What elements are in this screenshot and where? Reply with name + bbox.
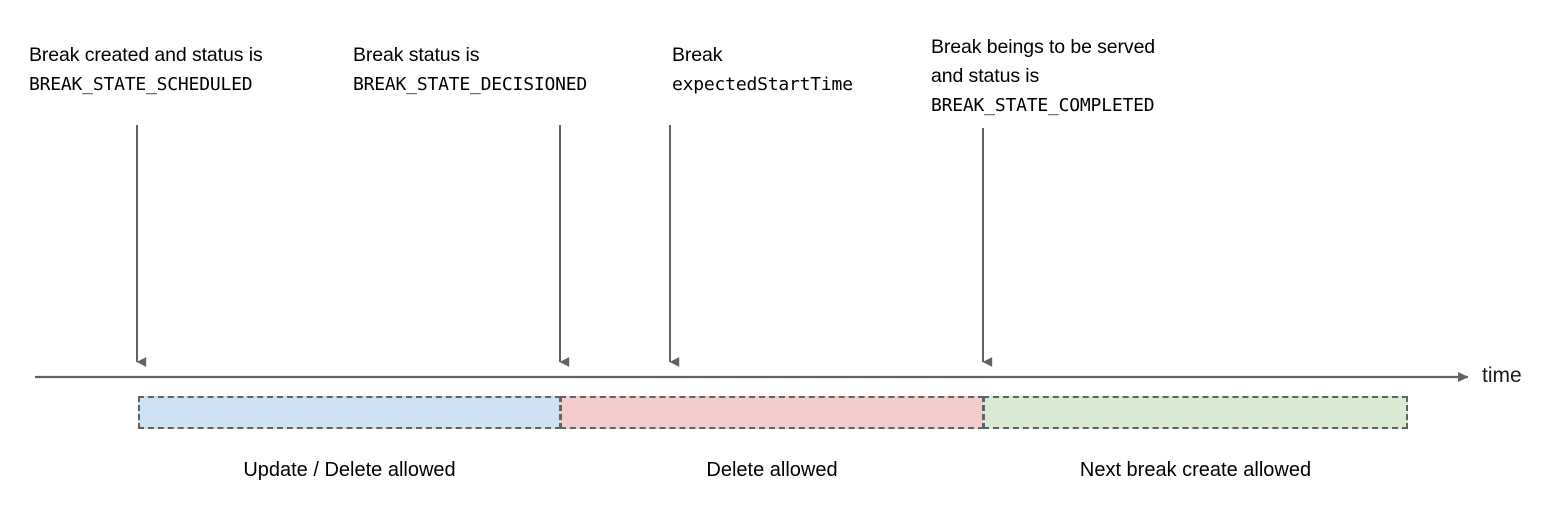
phase-next-break-allowed xyxy=(983,396,1408,429)
annotation-line: BREAK_STATE_COMPLETED xyxy=(931,95,1155,116)
phase-caption-next-break-allowed: Next break create allowed xyxy=(1079,459,1312,481)
annotation-expected-start-time: Break expectedStartTime xyxy=(672,41,853,99)
annotation-line: and status is xyxy=(931,65,1040,87)
time-axis-label: time xyxy=(1482,364,1522,387)
phase-update-delete-allowed xyxy=(138,396,561,429)
annotation-line: expectedStartTime xyxy=(672,74,853,95)
annotation-line: Break beings to be served xyxy=(931,36,1156,58)
annotation-line: BREAK_STATE_SCHEDULED xyxy=(29,74,253,95)
annotation-line: BREAK_STATE_DECISIONED xyxy=(353,74,588,95)
annotation-break-completed: Break beings to be served and status is … xyxy=(931,33,1155,120)
annotation-line: Break status is xyxy=(353,44,480,66)
annotation-line: Break created and status is xyxy=(29,44,263,66)
annotation-line: Break xyxy=(672,44,723,66)
annotation-break-scheduled: Break created and status is BREAK_STATE_… xyxy=(29,41,263,99)
annotation-break-decisioned: Break status is BREAK_STATE_DECISIONED xyxy=(353,41,587,99)
phase-caption-delete-allowed: Delete allowed xyxy=(706,459,838,481)
phase-caption-update-delete-allowed: Update / Delete allowed xyxy=(243,459,456,481)
phase-delete-allowed xyxy=(560,396,984,429)
